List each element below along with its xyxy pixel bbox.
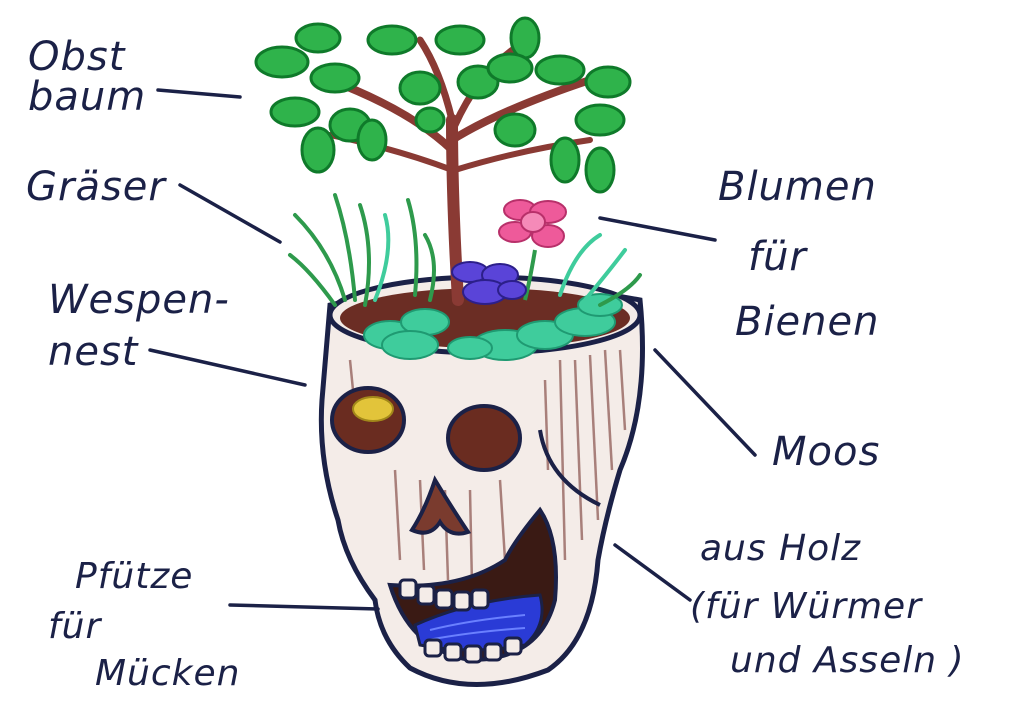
label-obstbaum-line2: baum <box>28 74 146 120</box>
label-wespennest-line2: nest <box>48 329 139 375</box>
flower-stem <box>523 249 537 301</box>
label-obstbaum-line1: Obst <box>28 34 126 80</box>
leader-pfuetze <box>228 603 380 611</box>
grasses <box>288 193 642 307</box>
label-wespennest-line1: Wespen- <box>48 277 230 323</box>
label-blumen-line1: Blumen <box>718 164 877 210</box>
leader-lines <box>148 88 757 611</box>
leader-graeser <box>178 183 282 244</box>
leader-holz <box>613 543 692 602</box>
label-blumen-line3: Bienen <box>735 299 879 345</box>
wasp-nest <box>352 396 394 422</box>
leader-moos <box>653 348 757 457</box>
purple-flower <box>451 261 527 305</box>
teeth <box>398 578 523 664</box>
nose-cavity <box>409 475 472 536</box>
label-holz-line3: und Asseln ) <box>730 640 965 681</box>
right-eye-socket <box>446 404 522 472</box>
label-holz-line1: aus Holz <box>700 528 861 569</box>
label-pfuetze-line2: für <box>48 606 102 647</box>
label-holz-line2: (für Würmer <box>690 586 923 627</box>
flowers <box>451 199 567 305</box>
moss <box>363 293 623 361</box>
label-pfuetze-line3: Mücken <box>95 653 240 694</box>
label-blumen-line2: für <box>748 234 808 280</box>
label-moos: Moos <box>772 429 880 475</box>
puddle-ripples <box>427 614 526 641</box>
fruit-tree <box>254 16 632 306</box>
skull-texture-lines <box>348 349 627 586</box>
pink-flower <box>498 199 567 248</box>
leader-blumen <box>598 216 717 242</box>
leader-wespennest <box>148 348 307 387</box>
label-pfuetze-line1: Pfütze <box>75 556 193 597</box>
label-graeser: Gräser <box>26 164 167 210</box>
leader-obstbaum <box>156 88 242 99</box>
tree-leaves <box>254 16 632 194</box>
labels: Obst baum Gräser Wespen- nest Pfütze für… <box>26 34 965 694</box>
cheek-line <box>538 429 601 507</box>
